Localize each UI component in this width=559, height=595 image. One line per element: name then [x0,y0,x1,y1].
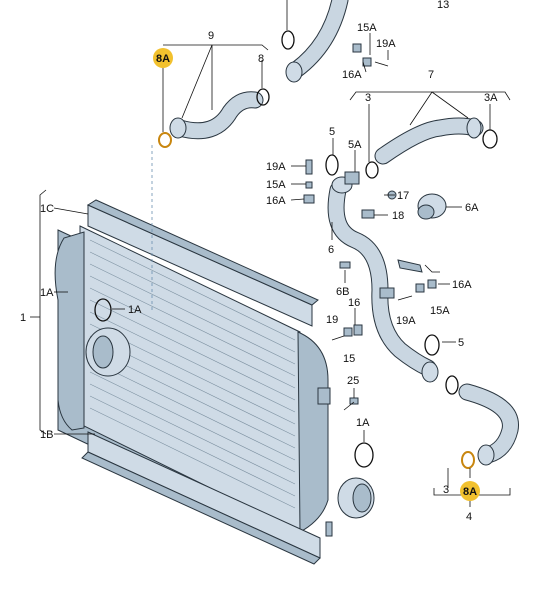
oring-8A-lower [461,451,475,469]
oring-1A [94,298,112,322]
label-15A-right: 15A [430,305,450,317]
label-1B: 1B [40,429,53,441]
label-16A-mid: 16A [266,195,286,207]
label-25: 25 [347,375,359,387]
label-9: 9 [208,30,214,42]
upper-left-hose [169,88,270,140]
label-6: 6 [328,244,334,256]
label-7: 7 [428,69,434,81]
label-1A-oring: 1A [128,304,142,316]
label-13: 13 [437,0,449,11]
label-15A-mid: 15A [266,179,286,191]
label-4: 4 [466,511,472,523]
label-15: 15 [343,353,355,365]
label-3-top: 3 [365,92,371,104]
label-16A-right: 16A [452,279,472,291]
label-5A: 5A [348,139,362,151]
label-19: 19 [326,314,338,326]
highlight-badge-8A-upper [153,48,173,68]
label-1A-left: 1A [40,287,54,299]
right-hose-7 [365,117,498,179]
label-17: 17 [397,190,409,202]
sensor-6A [417,193,447,220]
label-1A-lower: 1A [356,417,370,429]
label-1: 1 [20,312,26,324]
label-1C: 1C [40,203,54,215]
label-19A-top: 19A [376,38,396,50]
top-pipe [281,0,349,83]
label-19A-right: 19A [396,315,416,327]
label-6A: 6A [465,202,479,214]
label-5-bottom: 5 [458,337,464,349]
label-6B: 6B [336,286,349,298]
label-5-top: 5 [329,126,335,138]
oring-1A-lower [354,442,374,468]
label-18: 18 [392,210,404,222]
label-8: 8 [258,53,264,65]
label-16: 16 [348,297,360,309]
part-labels: 1 1A 1A 1A 1B 1C 3 3 3A 4 5 5 5A 6 6A 6B… [20,0,498,523]
oring-8A-upper [158,132,172,148]
label-8A-lower: 8A [463,486,477,498]
label-15A-top: 15A [357,22,377,34]
label-3-bottom: 3 [443,484,449,496]
intercooler-radiator [54,199,375,565]
label-19A-mid: 19A [266,161,286,173]
small-hardware [303,43,437,411]
label-16A-top: 16A [342,69,362,81]
label-3A: 3A [484,92,498,104]
highlight-badge-8A-lower [460,481,480,501]
lower-right-hose [445,375,519,466]
label-8A-upper: 8A [156,53,170,65]
